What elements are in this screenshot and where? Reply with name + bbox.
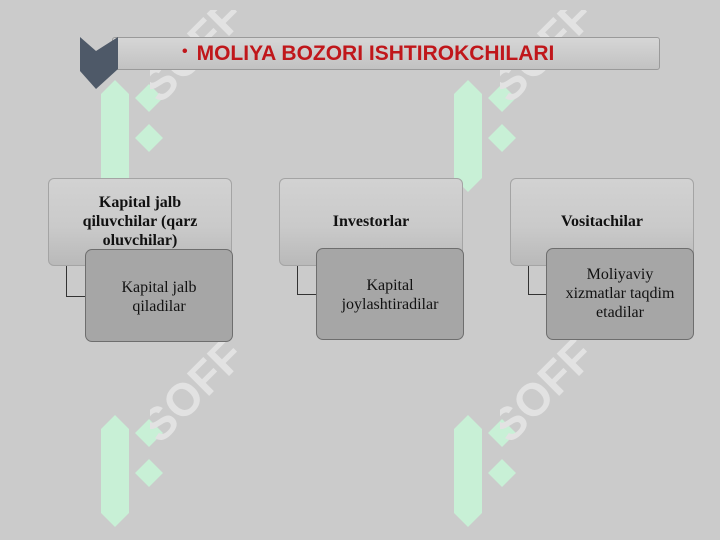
watermark-text: SOFF [150, 330, 300, 460]
chevron-down-icon [80, 37, 120, 94]
participant-label-intermediaries: Vositachilar [560, 213, 644, 230]
connector-line [297, 266, 318, 295]
connector-line [528, 266, 549, 295]
watermark-logo [95, 415, 165, 527]
watermark-logo [448, 415, 518, 527]
detail-label-borrowers: Kapital jalb qiladilar [121, 279, 197, 315]
detail-box-intermediaries [546, 248, 694, 340]
detail-label-investors: Kapital joylashtiradilar [341, 277, 439, 313]
watermark-logo [95, 80, 165, 192]
detail-box-borrowers [85, 249, 233, 342]
watermark-text: SOFF [500, 330, 650, 460]
participant-label-investors: Investorlar [332, 213, 410, 230]
slide-title-text: MOLIYA BOZORI ISHTIROKCHILARI [196, 42, 555, 65]
detail-box-investors [316, 248, 464, 340]
svg-text:SOFF: SOFF [500, 330, 604, 452]
detail-label-intermediaries: Moliyaviy xizmatlar taqdim etadilar [565, 266, 675, 321]
title-bar [112, 37, 660, 70]
connector-line [66, 266, 87, 297]
svg-text:SOFF: SOFF [150, 330, 254, 452]
slide-title: • MOLIYA BOZORI ISHTIROKCHILARI [182, 40, 554, 68]
participant-label-borrowers: Kapital jalb qiluvchilar (qarz oluvchila… [82, 194, 198, 249]
watermark-logo [448, 80, 518, 192]
title-bullet: • [182, 43, 188, 60]
